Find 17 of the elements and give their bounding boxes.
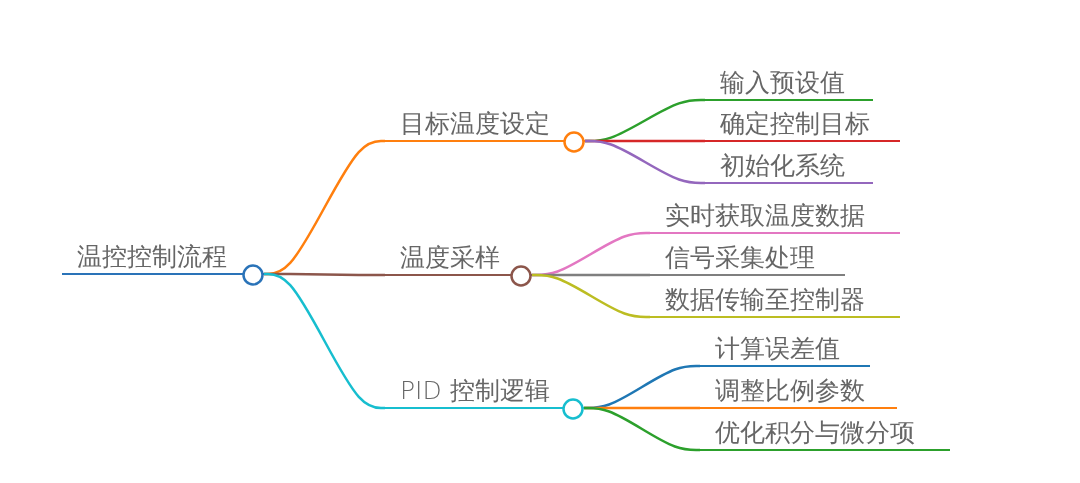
topic-text: 实时获取温度数据 <box>665 201 865 229</box>
topic-text: 信号采集处理 <box>665 243 815 271</box>
branch-line <box>532 273 650 319</box>
topic-text: PID 控制逻辑 <box>400 376 550 404</box>
topic-text: 计算误差值 <box>715 334 840 362</box>
topic-text: 温控控制流程 <box>77 242 227 270</box>
topic-text: 调整比例参数 <box>715 376 865 404</box>
branch-line <box>264 272 385 410</box>
topic-text: 数据传输至控制器 <box>665 285 865 313</box>
topic-text: 优化积分与微分项 <box>715 418 915 446</box>
topic-text: 目标温度设定 <box>400 109 550 137</box>
topic-text: 初始化系统 <box>720 151 845 179</box>
branch-line <box>584 406 700 452</box>
topic-text: 输入预设值 <box>720 68 845 96</box>
branch-line <box>585 139 705 185</box>
topic-text: 温度采样 <box>400 243 500 271</box>
topic-text: 确定控制目标 <box>720 109 870 137</box>
